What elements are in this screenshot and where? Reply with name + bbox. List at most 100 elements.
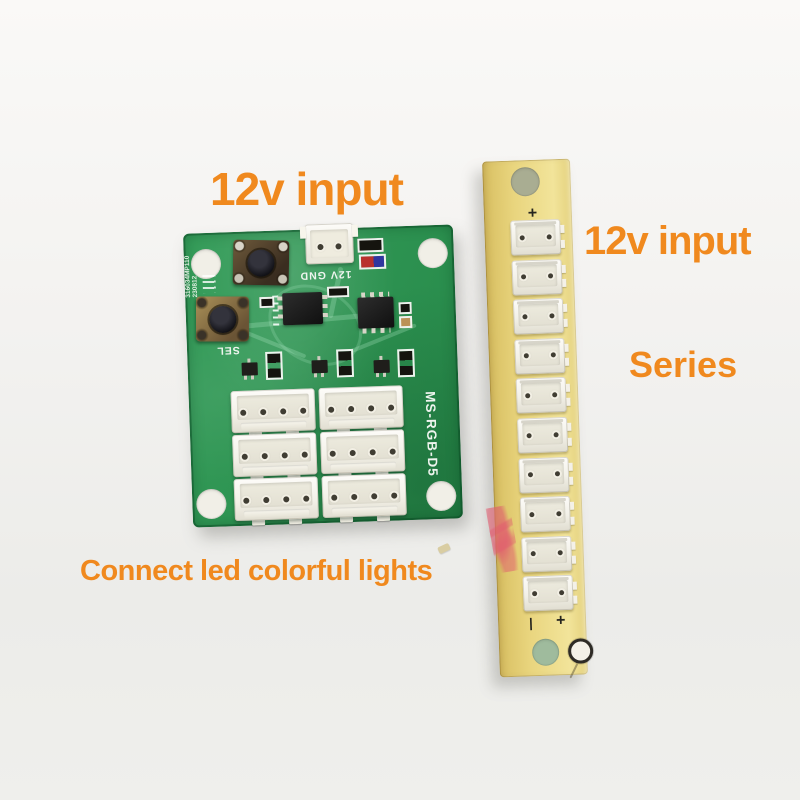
connector-latch-nub xyxy=(564,343,569,353)
button-cap xyxy=(208,305,236,333)
connector-latch-nub xyxy=(570,516,575,525)
connector-pin xyxy=(387,404,395,412)
smd-transistor xyxy=(311,359,328,374)
smd-led xyxy=(358,253,387,270)
connector-pin xyxy=(317,243,325,251)
mounting-hole xyxy=(195,488,227,520)
connector-pin xyxy=(243,497,250,505)
connector-wing xyxy=(351,224,359,237)
connector-latch xyxy=(243,508,310,518)
connector-latch-nub xyxy=(573,595,578,604)
polarity-minus-mark-bottom: | xyxy=(528,615,534,631)
connector-pin xyxy=(389,448,396,456)
smd-transistor xyxy=(373,359,390,374)
connector-pin xyxy=(283,496,290,503)
smd-resistor-pair xyxy=(265,351,284,380)
connector-pin xyxy=(525,393,531,399)
strip-connector xyxy=(515,377,571,415)
connector-pin xyxy=(263,497,270,504)
connector-latch-nub xyxy=(571,556,577,565)
connector-pin xyxy=(547,273,554,279)
connector-face xyxy=(324,390,398,417)
connector-pin xyxy=(557,550,563,556)
connector-pin xyxy=(261,453,268,460)
connector-pin xyxy=(520,274,527,280)
connector-pin xyxy=(367,405,375,412)
power-silkscreen-label: 12V GND xyxy=(299,267,352,282)
connector-pin xyxy=(522,314,528,320)
dust-speck xyxy=(437,542,451,555)
connector-latch xyxy=(331,505,398,515)
select-push-button xyxy=(195,296,249,342)
smd-resistor xyxy=(357,237,384,253)
mounting-hole xyxy=(425,480,457,512)
connector-latch xyxy=(240,420,307,430)
connector-tab xyxy=(377,514,391,522)
test-pad xyxy=(567,638,594,664)
connector-face xyxy=(327,478,401,505)
connector-latch-nub xyxy=(560,225,565,234)
connector-latch-nub xyxy=(560,239,566,248)
connector-tab xyxy=(251,519,265,526)
silkscreen-tick-marks xyxy=(202,274,217,294)
smd-transistor xyxy=(241,362,258,376)
connector-pin xyxy=(328,406,335,414)
connector-pin xyxy=(523,353,529,359)
connector-face xyxy=(239,481,313,508)
connector-pin xyxy=(351,494,358,501)
connector-pin xyxy=(371,493,378,500)
connector-pin xyxy=(369,449,376,456)
connector-tab xyxy=(289,517,303,525)
connector-tab xyxy=(339,516,353,523)
connector-latch-nub xyxy=(561,264,566,273)
connector-latch xyxy=(328,417,395,427)
connector-pin xyxy=(527,472,534,478)
strip-connector xyxy=(521,535,577,573)
led-output-connector xyxy=(233,476,319,526)
connector-pin xyxy=(241,453,249,461)
led-output-connector xyxy=(232,432,318,482)
connector-latch-nub xyxy=(563,318,568,327)
strip-connector xyxy=(518,456,574,494)
connector-latch xyxy=(330,461,397,471)
connector-pin xyxy=(554,471,561,477)
annotation-series: Series xyxy=(629,344,738,385)
connector-latch-nub xyxy=(569,502,575,511)
strip-connector xyxy=(519,495,575,533)
series-strip-board: + | + xyxy=(482,158,594,679)
annotation-12v-input-main: 12v input xyxy=(210,163,404,215)
smd-resistor-pair xyxy=(397,348,416,378)
strip-connector xyxy=(512,298,568,335)
power-input-pins xyxy=(317,243,342,251)
connector-pin xyxy=(549,313,555,319)
connector-latch-nub xyxy=(567,437,572,446)
connector-pin xyxy=(529,511,535,518)
connector-pin xyxy=(260,409,267,416)
connector-pin xyxy=(301,451,308,459)
connector-pin xyxy=(550,352,556,358)
connector-pin xyxy=(334,243,342,250)
connector-pin xyxy=(329,450,337,458)
connector-wing xyxy=(299,226,307,239)
strip-mounting-hole-bottom xyxy=(531,638,560,667)
connector-pin xyxy=(553,431,559,438)
connector-pin xyxy=(546,233,552,240)
connector-pin xyxy=(280,408,287,415)
button-cap xyxy=(247,248,275,277)
connector-face xyxy=(326,434,399,461)
connector-pin xyxy=(390,492,398,500)
connector-latch xyxy=(242,464,309,474)
strip-mounting-hole-top xyxy=(510,166,541,197)
connector-latch-nub xyxy=(565,383,571,392)
select-silkscreen-label: SEL xyxy=(216,343,240,357)
power-input-connector xyxy=(299,222,359,265)
connector-latch-nub xyxy=(569,476,574,486)
strip-connector xyxy=(517,416,572,454)
smd-capacitor xyxy=(398,301,412,315)
strip-connector xyxy=(514,337,570,375)
led-output-connector xyxy=(321,473,407,523)
connector-pin xyxy=(530,551,536,557)
qc-ink-stamp xyxy=(485,504,521,574)
